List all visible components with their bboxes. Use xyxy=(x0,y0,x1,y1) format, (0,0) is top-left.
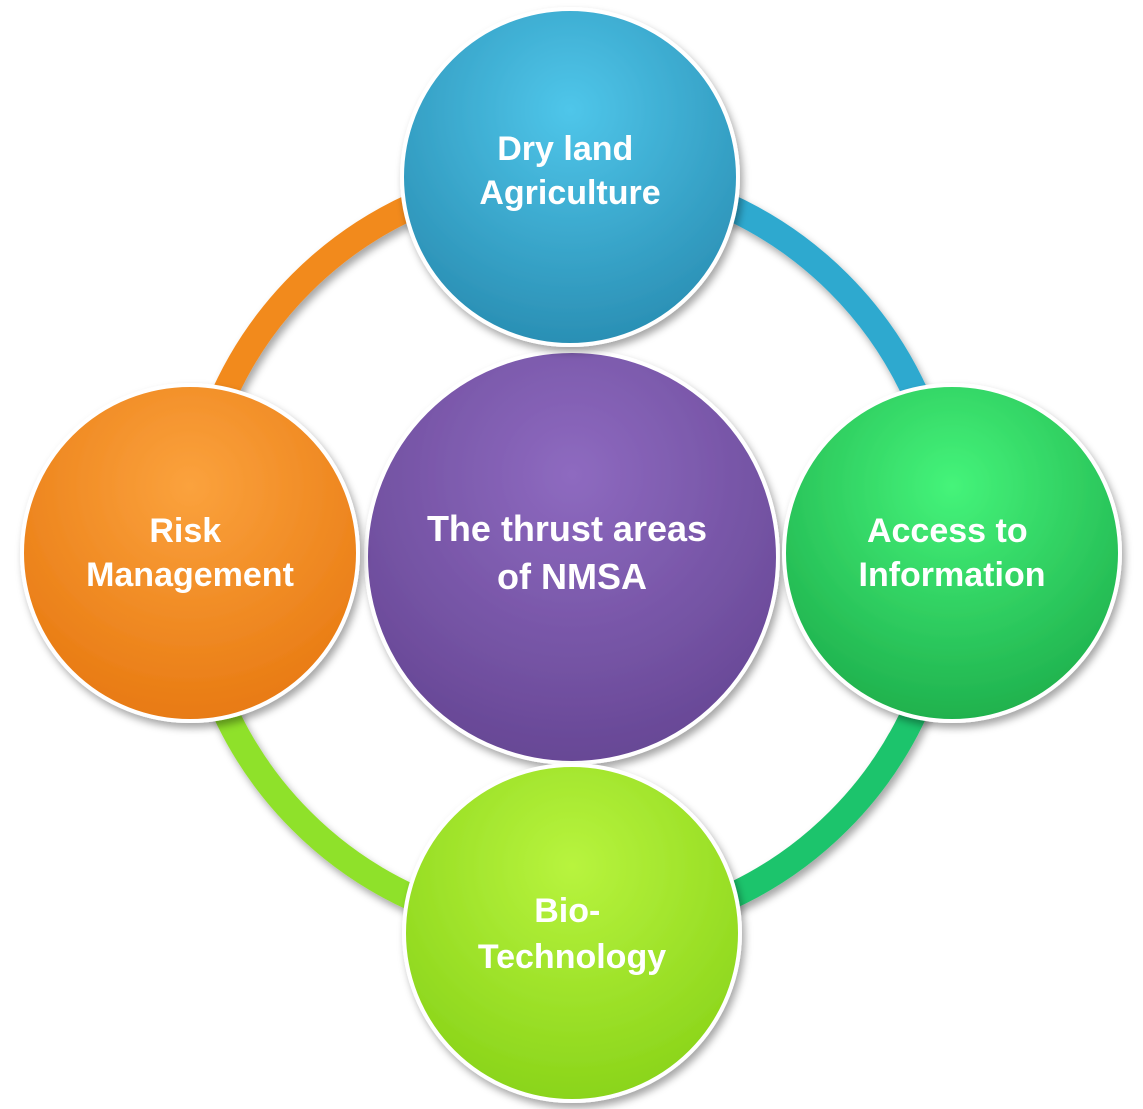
node-circle-risk-management xyxy=(20,383,360,723)
node-circle-dry-land-agriculture xyxy=(400,7,740,347)
node-access-to-information: Access to Information xyxy=(782,383,1122,723)
node-circle-bio-technology xyxy=(402,763,742,1103)
node-risk-management: Risk Management xyxy=(20,383,360,723)
node-label-risk-management: Risk Management xyxy=(86,512,294,594)
node-label-bio-technology: Bio- Technology xyxy=(478,892,666,976)
center-label: The thrust areas of NMSA xyxy=(427,508,717,597)
center-label-line-1: The thrust areas xyxy=(427,508,707,549)
node-circle-access-to-information xyxy=(782,383,1122,723)
node-label-access-to-information: Access to Information xyxy=(859,512,1046,594)
center-node: The thrust areas of NMSA xyxy=(364,349,780,765)
node-bio-technology: Bio- Technology xyxy=(402,763,742,1103)
node-dry-land-agriculture: Dry land Agriculture xyxy=(400,7,740,347)
node-label-dry-land-agriculture: Dry land Agriculture xyxy=(479,130,660,212)
center-label-line-2: of NMSA xyxy=(497,556,647,597)
